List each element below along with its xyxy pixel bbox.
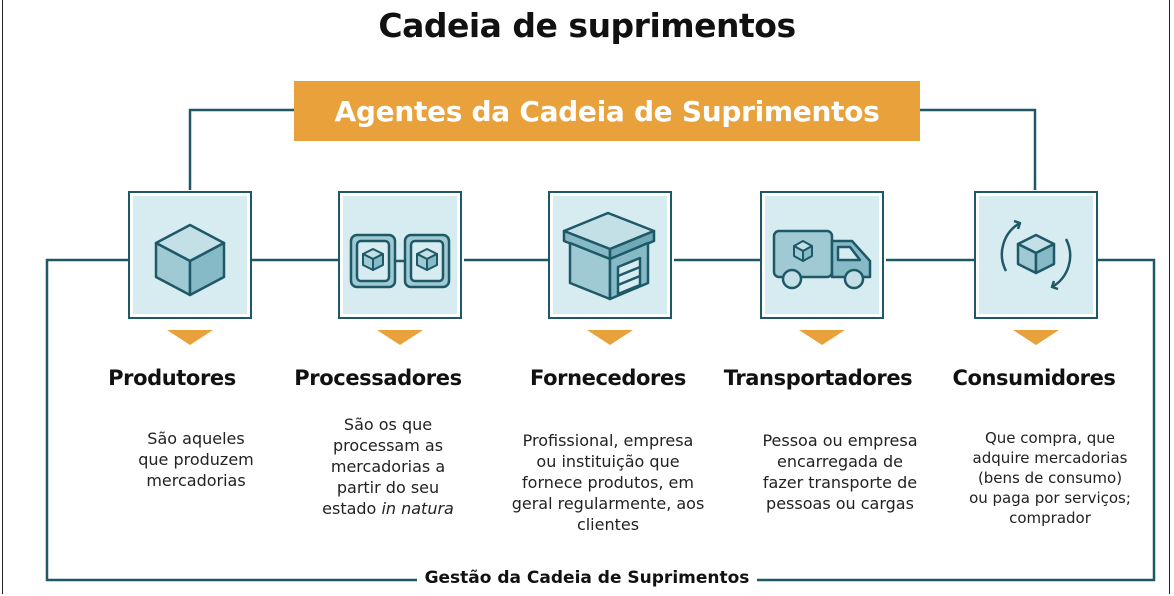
warehouse-box-icon (562, 211, 656, 301)
agent-desc-fornecedores: Profissional, empresa ou instituição que… (511, 431, 705, 534)
agent-name-transportadores: Transportadores (723, 366, 913, 390)
agent-box-fornecedores (548, 191, 672, 319)
agent-box-processadores (338, 191, 462, 319)
arrow-down-icon (799, 330, 845, 345)
agent-desc-produtores: São aqueles que produzem mercadorias (138, 429, 254, 490)
arrow-down-icon (587, 330, 633, 345)
agent-desc-consumidores: Que compra, que adquire mercadorias (ben… (969, 429, 1131, 527)
arrow-down-icon (377, 330, 423, 345)
agent-box-produtores (128, 191, 252, 319)
agent-desc-transportadores: Pessoa ou empresa encarregada de fazer t… (762, 431, 918, 513)
cycle-cube-icon (1000, 219, 1072, 291)
agent-name-fornecedores: Fornecedores (530, 366, 686, 390)
arrow-down-icon (1013, 330, 1059, 345)
footer-label-wrapper: Gestão da Cadeia de Suprimentos (0, 568, 1174, 588)
page-title: Cadeia de suprimentos (378, 6, 796, 45)
truck-icon (772, 229, 872, 290)
agent-box-consumidores (974, 191, 1098, 319)
agent-desc-processadores: São os que processam as mercadorias a pa… (322, 415, 454, 518)
agent-name-produtores: Produtores (108, 366, 236, 390)
cube-icon (154, 223, 226, 297)
processing-cubes-icon (349, 233, 451, 289)
supply-chain-management-label: Gestão da Cadeia de Suprimentos (416, 568, 758, 588)
arrow-down-icon (167, 330, 213, 345)
agent-name-processadores: Processadores (294, 366, 462, 390)
agent-box-transportadores (760, 191, 884, 319)
agents-banner: Agentes da Cadeia de Suprimentos (294, 81, 920, 141)
agent-name-consumidores: Consumidores (952, 366, 1116, 390)
